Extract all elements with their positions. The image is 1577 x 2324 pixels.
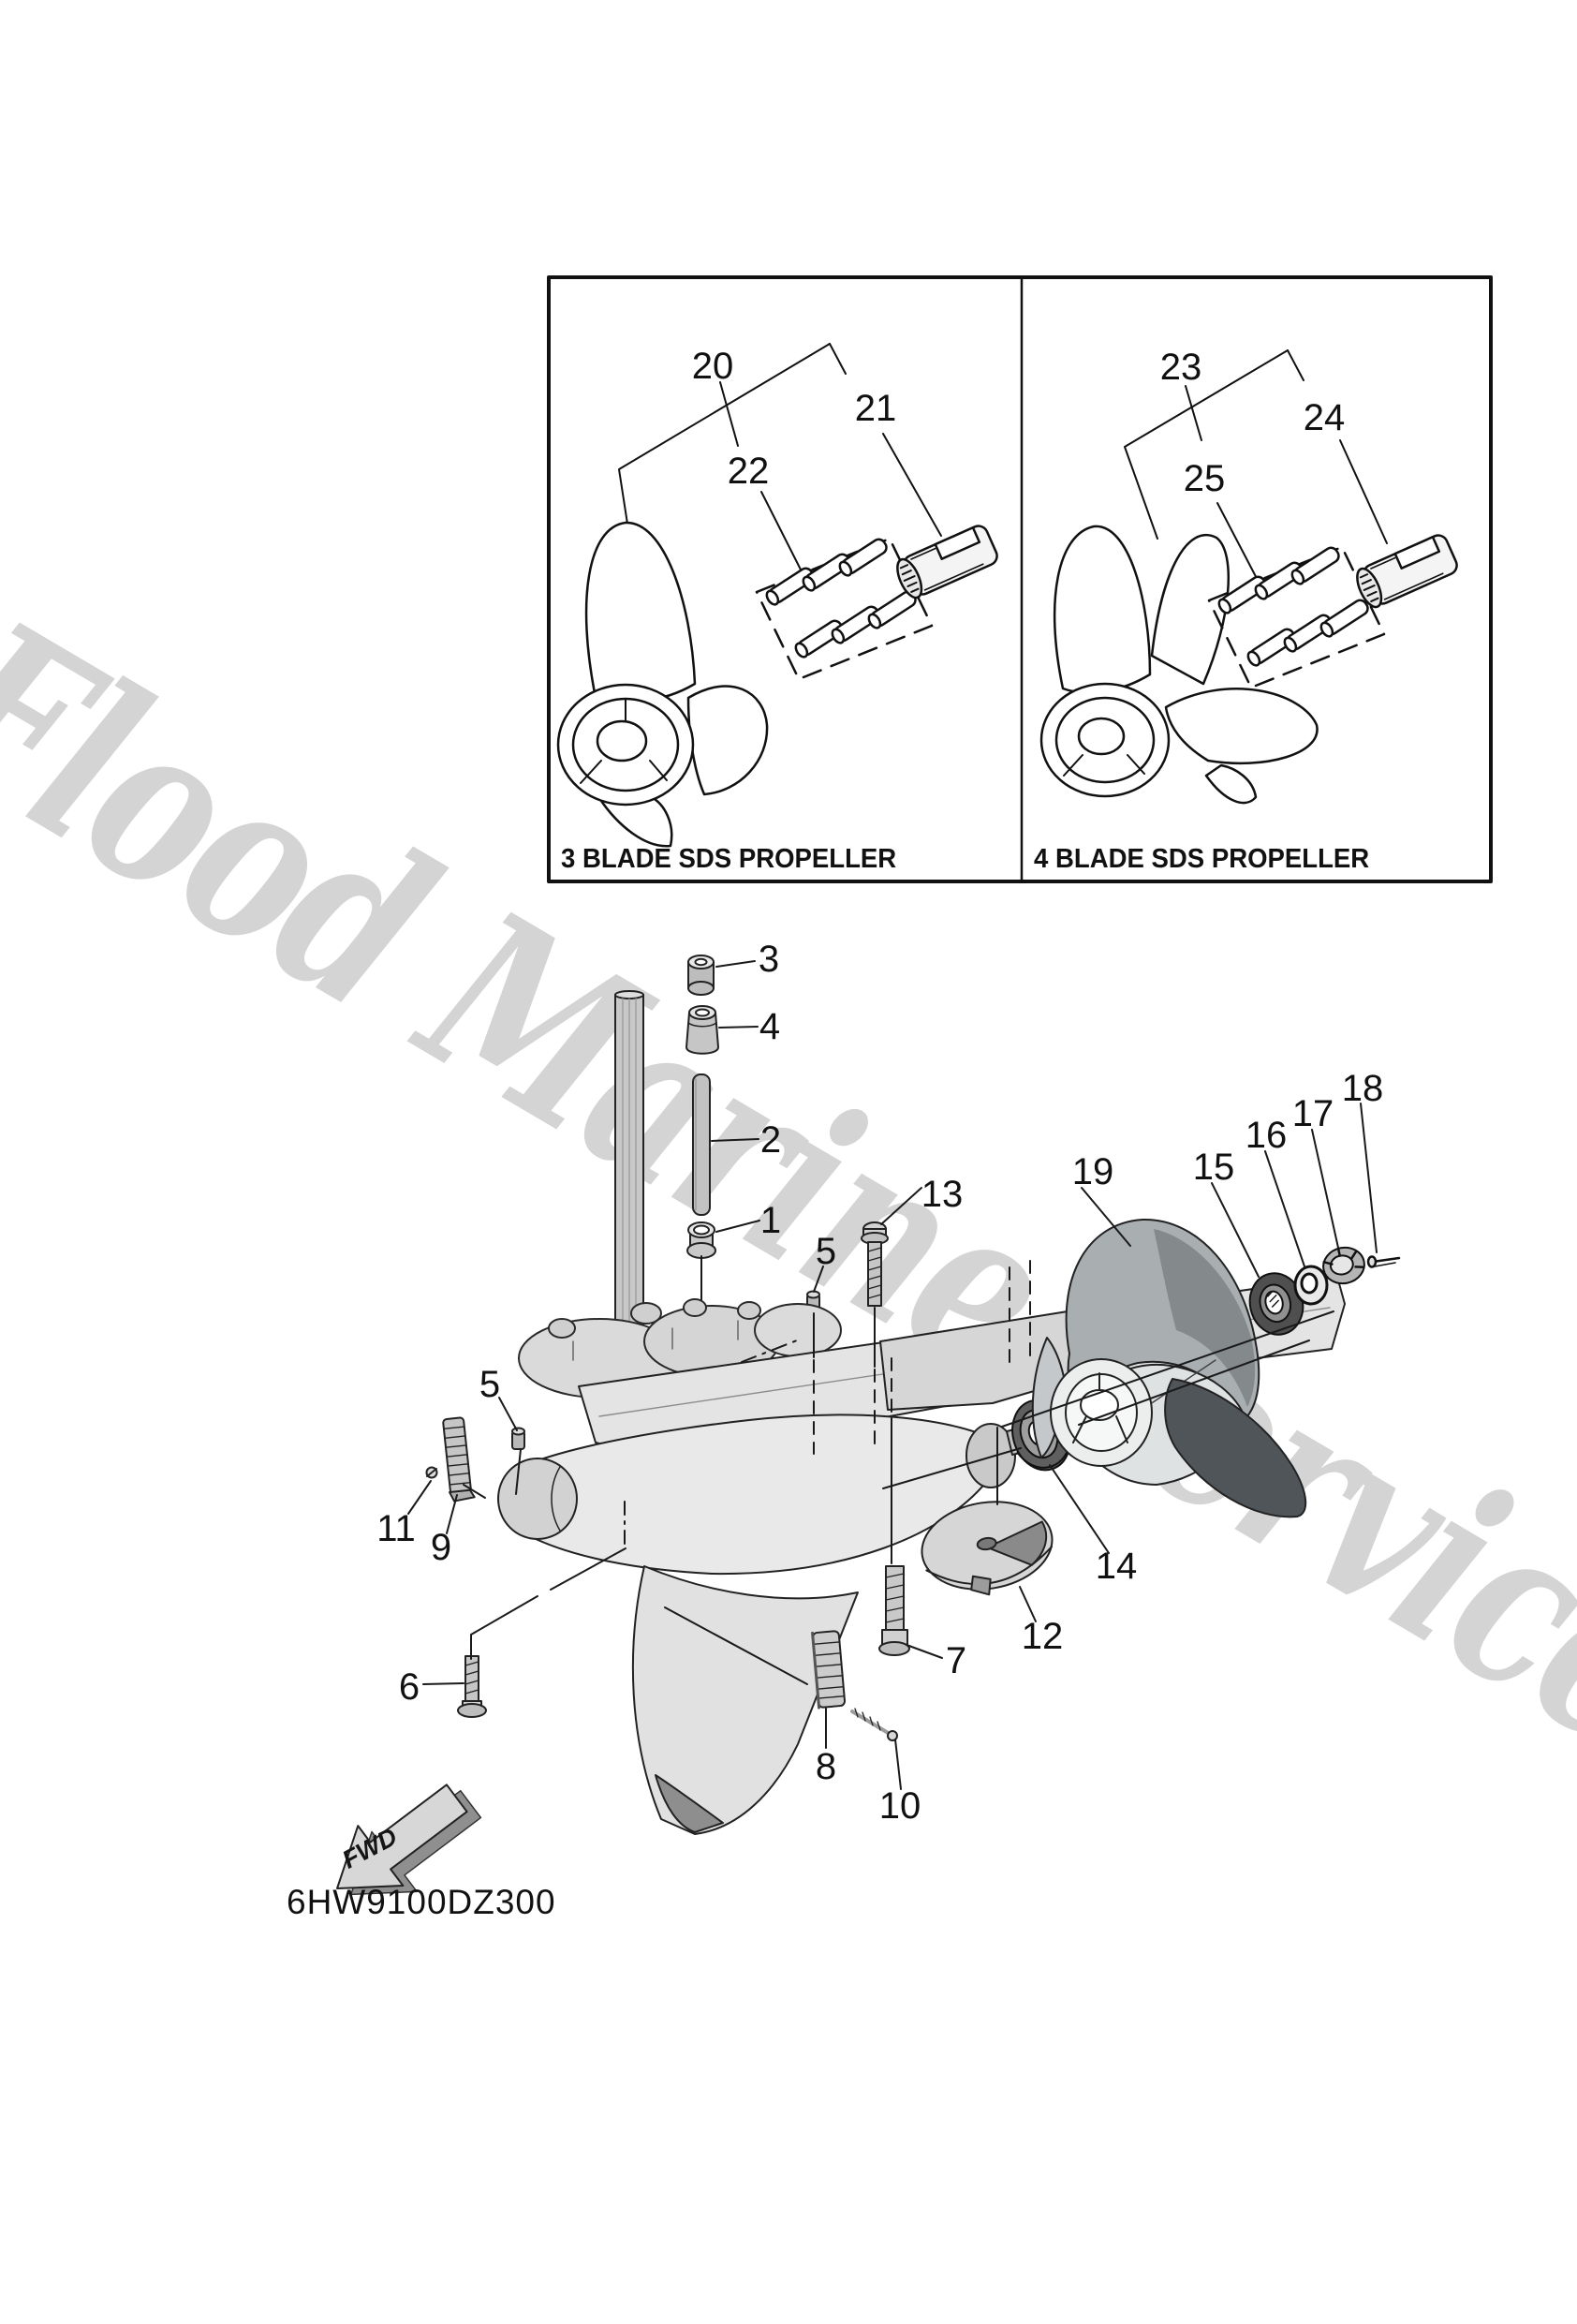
gearcase-torpedo (497, 1414, 1016, 1576)
spacer-15 (1248, 1272, 1304, 1336)
part-callout-5: 5 (479, 1364, 501, 1405)
part-callout-4: 4 (759, 1006, 781, 1047)
part-callout-3: 3 (758, 939, 780, 980)
bolt-7 (878, 1565, 910, 1656)
propeller-nut-17 (1322, 1246, 1365, 1285)
part-callout-5: 5 (815, 1231, 837, 1272)
drawing-code: 6HW9100DZ300 (287, 1883, 556, 1921)
part-callout-25: 25 (1183, 458, 1226, 499)
gearcase-upper-housing (518, 1298, 842, 1399)
spacer-12 (921, 1501, 1054, 1596)
part-callout-17: 17 (1291, 1093, 1334, 1134)
anode-8 (811, 1630, 847, 1710)
part-callout-20: 20 (691, 346, 734, 387)
part-callout-22: 22 (727, 451, 770, 492)
three-blade-propeller-art (556, 343, 998, 848)
part-callout-8: 8 (815, 1746, 837, 1787)
bolt-13 (861, 1221, 889, 1307)
part-callout-16: 16 (1245, 1115, 1288, 1156)
spacer-3 (687, 955, 715, 996)
part-callout-13: 13 (921, 1174, 964, 1215)
propeller-19 (1031, 1218, 1307, 1518)
part-callout-1: 1 (759, 1200, 782, 1241)
bushing-4 (685, 1005, 719, 1055)
part-callout-11: 11 (376, 1508, 416, 1549)
part-callout-6: 6 (398, 1666, 420, 1708)
shift-rod-2 (692, 1073, 711, 1216)
part-callout-10: 10 (878, 1785, 921, 1827)
panel-title-3-blade: 3 BLADE SDS PROPELLER (561, 844, 897, 874)
part-callout-19: 19 (1071, 1151, 1114, 1192)
part-callout-14: 14 (1095, 1546, 1138, 1587)
part-callout-12: 12 (1021, 1616, 1064, 1657)
bushing-1 (686, 1221, 716, 1259)
screw-11 (425, 1466, 438, 1479)
part-callout-21: 21 (854, 388, 897, 429)
skeg (631, 1565, 859, 1835)
part-callout-24: 24 (1303, 397, 1346, 438)
part-callout-9: 9 (430, 1527, 452, 1568)
leader-lines (407, 960, 1378, 1790)
spline-sleeve-21 (896, 525, 998, 600)
screw-10 (850, 1708, 898, 1741)
part-callout-15: 15 (1192, 1147, 1235, 1188)
shear-pins-25 (1217, 546, 1369, 667)
washer-16 (1293, 1265, 1329, 1306)
part-callout-2: 2 (759, 1119, 782, 1161)
part-callout-23: 23 (1159, 347, 1202, 388)
bolt-6 (457, 1655, 487, 1718)
propeller-option-inset (547, 275, 1493, 883)
part-callout-7: 7 (945, 1640, 967, 1681)
part-callout-18: 18 (1341, 1068, 1384, 1109)
four-blade-propeller-art (1039, 349, 1458, 805)
spline-sleeve-24 (1356, 534, 1458, 609)
cotter-pin-18 (1366, 1255, 1401, 1268)
pin-5-left (511, 1427, 525, 1450)
shear-pins-22 (765, 538, 917, 659)
fwd-arrow: FWD (336, 1784, 482, 1896)
panel-title-4-blade: 4 BLADE SDS PROPELLER (1034, 844, 1370, 874)
